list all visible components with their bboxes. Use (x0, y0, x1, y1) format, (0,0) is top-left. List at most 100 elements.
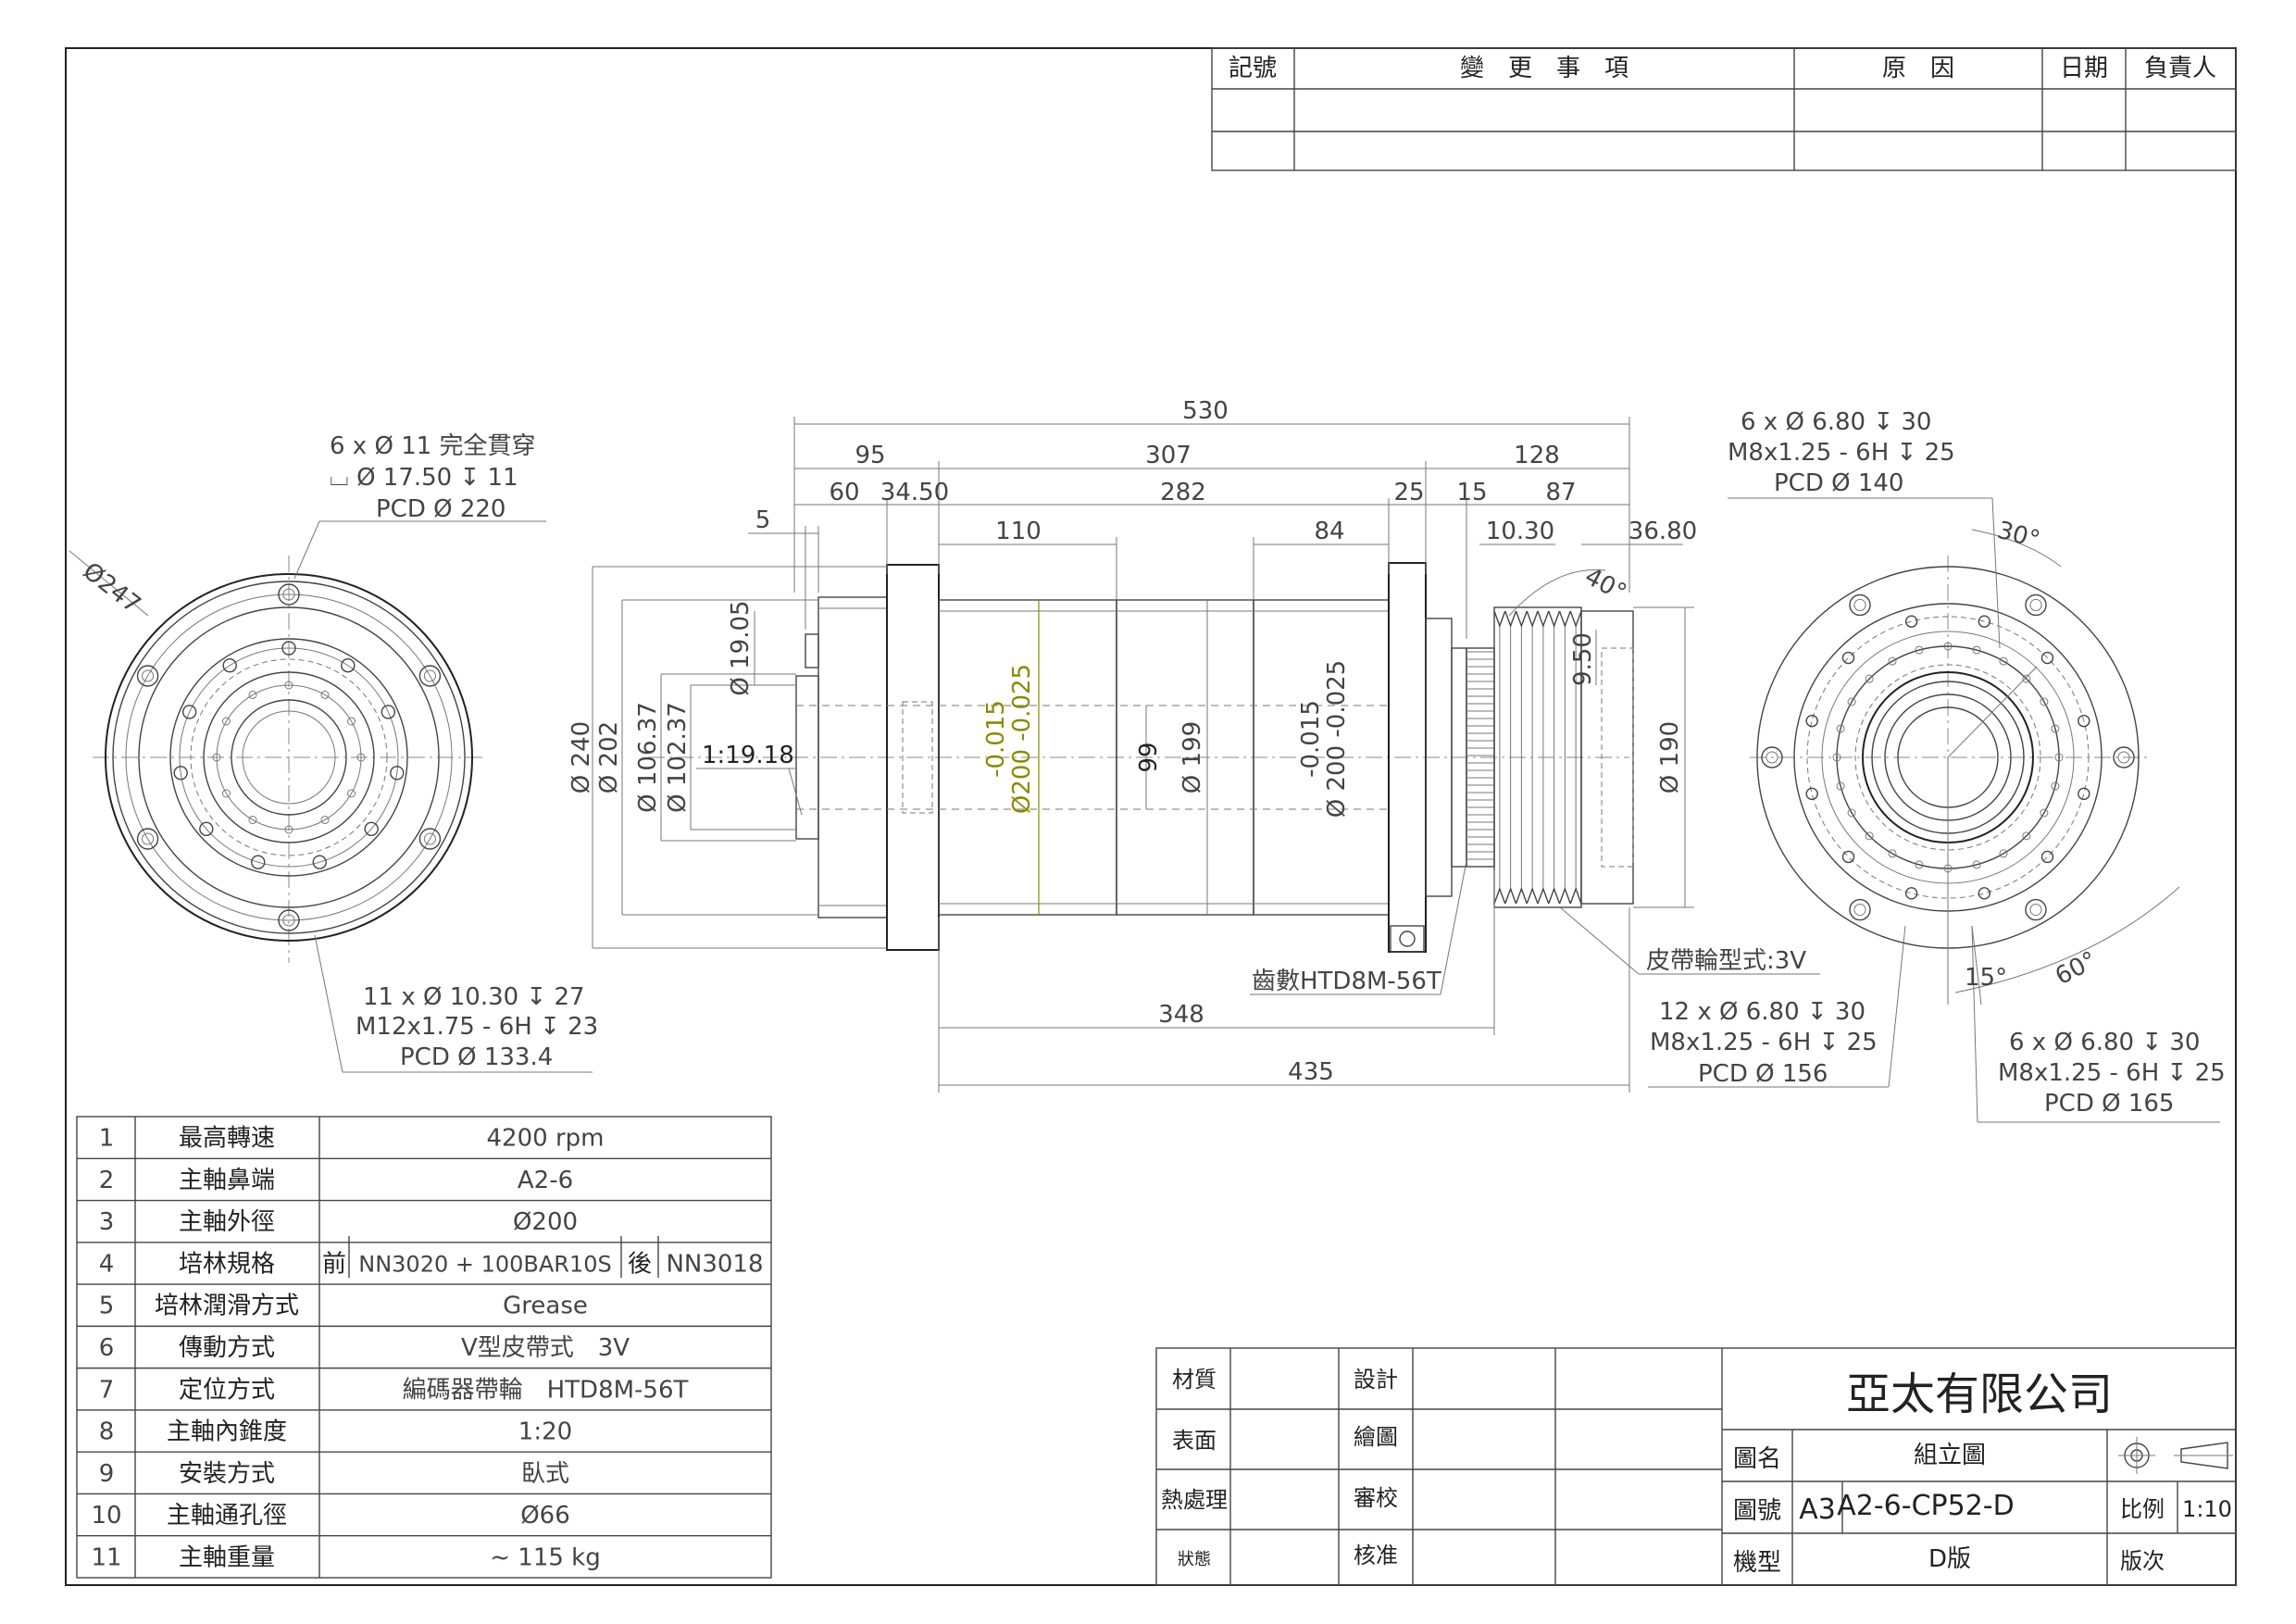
taper-ratio: 1:19.18 (702, 742, 794, 769)
left-small-hole (347, 717, 356, 726)
right-small-hole (2051, 781, 2060, 791)
right-small-hole (1999, 849, 2008, 858)
tb-scale-label: 比例 (2120, 1496, 2165, 1522)
left-thread-hole (251, 855, 266, 869)
left-thread-hole (390, 766, 405, 781)
left-front-view (69, 520, 593, 1073)
spec-row-rear-label: 後 (628, 1250, 652, 1278)
right-small-hole (2040, 808, 2049, 818)
rev-header-date: 日期 (2060, 55, 2108, 82)
spec-row-value: V型皮帶式 3V (461, 1334, 630, 1362)
spec-row-number: 5 (99, 1293, 115, 1320)
right-small-hole (1915, 645, 1924, 655)
right-thread-hole (1978, 615, 1991, 628)
tb-approve: 核准 (1354, 1543, 1398, 1568)
belt-pulley-type: 皮帶輪型式:3V (1646, 947, 1806, 975)
spec-row-item: 主軸內錐度 (167, 1418, 287, 1446)
title-block (1155, 1347, 2237, 1586)
company-name: 亞太有限公司 (1846, 1368, 2113, 1420)
spec-row-number: 3 (99, 1208, 115, 1236)
right-thread-hole (1978, 887, 1991, 900)
left-bolt-hole (278, 909, 300, 931)
spec-row-rear: NN3018 (666, 1250, 763, 1278)
left-small-hole (284, 681, 293, 690)
right-small-hole (1847, 808, 1856, 818)
rev-header-change: 變 更 事 項 (1460, 55, 1628, 82)
spec-row-number: 11 (91, 1543, 121, 1571)
spec-row-value: 臥式 (521, 1460, 569, 1488)
dim-128: 128 (1514, 442, 1560, 469)
projection-cone-icon (2180, 1442, 2228, 1469)
dim-60: 60 (829, 479, 859, 506)
right-bolt-hole-inner (2029, 903, 2042, 917)
dim-9-50: 9.50 (1569, 632, 1597, 686)
right-small-hole (1865, 674, 1874, 683)
left-bolt-hole-inner (142, 669, 155, 682)
right-thread-hole (1841, 651, 1855, 665)
left-thread-hole (381, 705, 396, 719)
left-small-hole (212, 753, 221, 762)
spec-row-value: Ø200 (513, 1208, 578, 1236)
tb-no-label: 圖號 (1733, 1497, 1781, 1525)
left-note-line3: PCD Ø 220 (376, 495, 505, 523)
left-bolt-hole-inner (423, 669, 436, 682)
spec-row-number: 4 (99, 1250, 115, 1278)
dim-5: 5 (755, 506, 771, 534)
right-bottom-note-line2: M8x1.25 - 6H ↧ 25 (1998, 1059, 2226, 1087)
right-small-hole (1847, 697, 1856, 706)
tol-right-main: Ø 200 -0.025 (1323, 660, 1351, 818)
right-bolt-hole (2025, 898, 2047, 921)
rev-header-mark: 記號 (1229, 55, 1277, 82)
right-small-hole (1999, 656, 2008, 666)
spec-row-item: 主軸鼻端 (179, 1167, 275, 1194)
tb-name-label: 圖名 (1733, 1445, 1781, 1473)
left-small-hole (356, 753, 366, 762)
spec-row-value: 編碼器帶輪 HTD8M-56T (403, 1376, 689, 1404)
revision-table: 記號 變 更 事 項 原 因 日期 負責人 (1211, 47, 2237, 171)
left-small-hole (320, 816, 330, 825)
right-bolt-hole (2113, 746, 2135, 768)
tb-drawing-number: A2-6-CP52-D (1837, 1490, 2014, 1522)
right-bolt-hole-inner (1853, 598, 1866, 612)
left-bottom-note-line3: PCD Ø 133.4 (400, 1043, 553, 1071)
side-view-dimensions (592, 417, 1906, 1093)
dim-dia-102-37: Ø 102.37 (664, 702, 692, 813)
right-small-hole (2022, 831, 2031, 841)
right-small-hole (1888, 849, 1897, 858)
spec-row-front-label: 前 (322, 1250, 346, 1278)
right-thread-hole (1805, 714, 1818, 728)
right-rear-view (1728, 497, 2220, 1123)
left-small-hole (284, 825, 293, 834)
left-bolt-hole-inner (142, 832, 155, 845)
right-small-hole (2051, 724, 2060, 733)
tb-heat-treatment: 熱處理 (1161, 1487, 1228, 1513)
right-thread-hole (1904, 887, 1918, 900)
spec-row-item: 傳動方式 (179, 1334, 275, 1362)
right-small-hole (1972, 645, 1981, 655)
left-thread-hole (281, 641, 296, 656)
dim-530: 530 (1182, 397, 1229, 425)
right-thread-hole (2040, 651, 2054, 665)
left-thread-hole (222, 658, 237, 673)
spec-row-value: Ø66 (520, 1502, 570, 1530)
dim-95: 95 (855, 442, 885, 469)
angle-40: 40° (1580, 563, 1631, 607)
note-12x-line1: 12 x Ø 6.80 ↧ 30 (1659, 998, 1866, 1026)
dim-dia-190: Ø 190 (1656, 721, 1684, 793)
spec-row-front: NN3020 + 100BAR10S (358, 1251, 612, 1277)
spec-row-item: 安裝方式 (179, 1460, 275, 1488)
right-thread-hole (1805, 787, 1818, 801)
right-small-hole (1836, 724, 1845, 733)
left-bolt-hole-inner (423, 832, 436, 845)
right-small-hole (1915, 860, 1924, 869)
dim-435: 435 (1288, 1058, 1334, 1086)
right-bottom-note-line3: PCD Ø 165 (2044, 1090, 2174, 1118)
spec-table (76, 1116, 772, 1579)
right-small-hole (1865, 831, 1874, 841)
spec-row-value: A2-6 (518, 1167, 573, 1194)
right-small-hole (2022, 674, 2031, 683)
tb-version-value: D版 (1928, 1545, 1971, 1573)
right-small-hole (1832, 753, 1841, 762)
spec-row-number: 7 (99, 1376, 115, 1404)
right-small-hole (1972, 860, 1981, 869)
